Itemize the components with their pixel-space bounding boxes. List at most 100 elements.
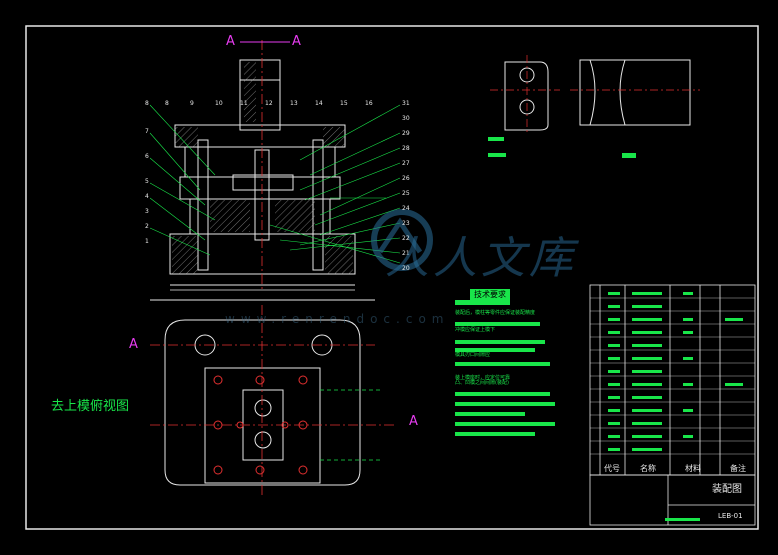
side-section-label-right: A xyxy=(409,414,418,429)
green-fill-bar xyxy=(632,370,662,373)
green-fill-bar xyxy=(632,396,662,399)
part-number-top: 13 xyxy=(290,100,298,107)
bom-rows xyxy=(590,297,755,455)
green-fill-bar xyxy=(632,305,662,308)
green-fill-bar xyxy=(455,348,535,352)
green-fill-bar xyxy=(632,383,662,386)
green-fill-bar xyxy=(455,432,535,436)
part-number-left: 8 xyxy=(145,100,149,107)
green-fill-bar xyxy=(683,409,693,412)
part-number-left: 1 xyxy=(145,238,149,245)
green-fill-bar xyxy=(632,435,662,438)
part-number-top: 15 xyxy=(340,100,348,107)
bom-header-cell: 名称 xyxy=(640,464,656,473)
section-label-left: A xyxy=(226,34,235,49)
green-fill-bar xyxy=(455,412,525,416)
part-number-right: 30 xyxy=(402,115,410,122)
green-fill-bar xyxy=(683,383,693,386)
green-fill-bar xyxy=(608,305,620,308)
view-caption: 去上模俯视图 xyxy=(51,399,130,414)
green-fill-bar xyxy=(632,331,662,334)
part-number-top: 16 xyxy=(365,100,373,107)
part-number-top: 10 xyxy=(215,100,223,107)
part-number-left: 2 xyxy=(145,223,149,230)
green-fill-bar xyxy=(455,322,540,326)
part-number-left: 5 xyxy=(145,178,149,185)
part-number-left: 7 xyxy=(145,128,149,135)
tech-req-line: 凸、凹模之间间隙(装配) xyxy=(455,380,509,386)
strip-outline xyxy=(320,389,380,461)
part-number-left: 3 xyxy=(145,208,149,215)
part-number-right: 24 xyxy=(402,205,410,212)
section-label-right: A xyxy=(292,34,301,49)
watermark-logo xyxy=(371,209,433,271)
green-fill-bar xyxy=(725,318,743,321)
green-fill-bar xyxy=(683,331,693,334)
green-fill-bar xyxy=(632,344,662,347)
watermark-text: 人人文库 xyxy=(385,233,577,284)
green-fill-bar xyxy=(632,409,662,412)
green-fill-bar xyxy=(608,383,620,386)
green-fill-bar xyxy=(608,292,620,295)
part-number-right: 31 xyxy=(402,100,410,107)
part-number-top: 8 xyxy=(165,100,169,107)
green-fill-bar xyxy=(608,370,620,373)
green-fill-bar xyxy=(608,435,620,438)
green-fill-bar xyxy=(608,357,620,360)
bom-header-cell: 材料 xyxy=(685,464,701,473)
side-section-label-left: A xyxy=(129,337,138,352)
tech-req-line: 装配后，模柱等零件应保证装配精度 xyxy=(455,310,536,316)
green-fill-bar xyxy=(622,153,636,158)
green-fill-bar xyxy=(683,292,693,295)
part-number-right: 29 xyxy=(402,130,410,137)
green-fill-bar xyxy=(455,392,550,396)
part-number-left: 4 xyxy=(145,193,149,200)
green-fill-bar xyxy=(608,396,620,399)
die-top-view xyxy=(150,299,375,486)
drawing-title: 装配图 xyxy=(712,484,742,495)
part-number-top: 9 xyxy=(190,100,194,107)
part-number-left: 6 xyxy=(145,153,149,160)
green-fill-bar xyxy=(632,318,662,321)
green-fill-bar xyxy=(455,340,545,344)
part-number-right: 28 xyxy=(402,145,410,152)
green-fill-bar xyxy=(608,318,620,321)
drawing-number: LEB-01 xyxy=(718,512,743,520)
part-detail-view xyxy=(504,59,691,131)
green-fill-bar xyxy=(488,137,504,141)
green-fill-bar xyxy=(683,318,693,321)
green-fill-bar xyxy=(608,422,620,425)
green-fill-bar xyxy=(455,362,550,366)
green-fill-bar xyxy=(632,448,662,451)
green-fill-bar xyxy=(608,331,620,334)
green-fill-bar xyxy=(608,448,620,451)
part-number-right: 27 xyxy=(402,160,410,167)
green-fill-bar xyxy=(455,300,510,305)
part-number-right: 22 xyxy=(402,235,410,242)
section-hatching xyxy=(172,62,353,274)
bom-header-cell: 代号 xyxy=(604,464,620,473)
watermark-url: www.renrendoc.com xyxy=(225,312,450,326)
tech-req-line: 模具刃口间隙应 xyxy=(455,352,491,358)
part-number-right: 26 xyxy=(402,175,410,182)
part-number-right: 25 xyxy=(402,190,410,197)
sheet-border xyxy=(25,25,759,530)
part-number-right: 23 xyxy=(402,220,410,227)
green-fill-bar xyxy=(608,409,620,412)
green-fill-bar xyxy=(683,357,693,360)
green-fill-bar xyxy=(725,383,743,386)
part-number-top: 14 xyxy=(315,100,323,107)
tech-req-line: 装上模座时，应定位可靠 xyxy=(455,375,511,381)
tech-req-line: 冲模应保证上模下 xyxy=(455,327,496,333)
bom-table xyxy=(589,284,756,526)
green-fill-bar xyxy=(632,292,662,295)
tech-req-title: 技术要求 xyxy=(470,289,510,300)
green-fill-bar xyxy=(455,402,555,406)
part-number-right: 21 xyxy=(402,250,410,257)
green-fill-bar xyxy=(632,357,662,360)
part-number-top: 11 xyxy=(240,100,248,107)
green-fill-bar xyxy=(683,435,693,438)
green-fill-bar xyxy=(488,153,506,157)
green-fill-bar xyxy=(455,422,555,426)
